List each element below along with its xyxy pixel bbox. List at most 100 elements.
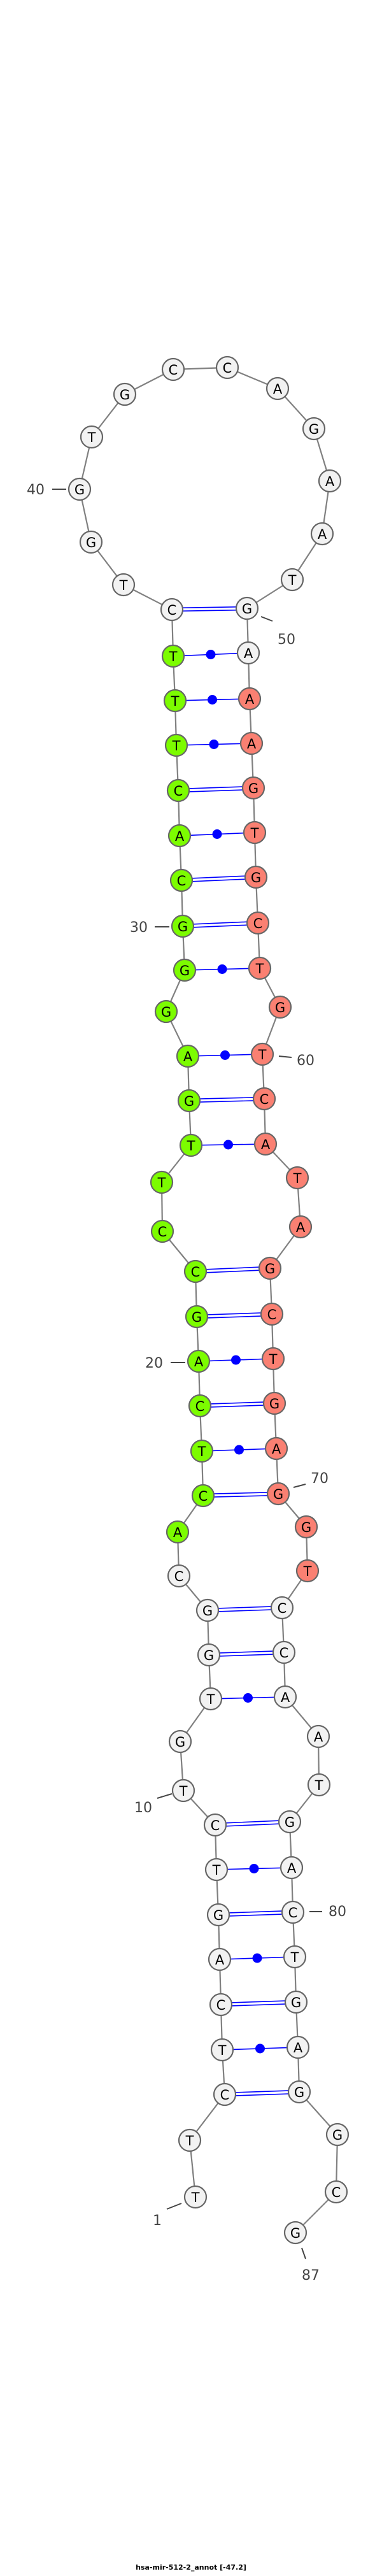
nucleotide-letter: G xyxy=(248,781,258,796)
nucleotide-letter: A xyxy=(314,1729,323,1745)
pair-dot xyxy=(252,1953,262,1963)
nucleotide-25: T xyxy=(179,1133,203,1157)
nucleotide-circle xyxy=(302,417,326,441)
nucleotide-87: G xyxy=(283,2221,308,2245)
nucleotide-letter: T xyxy=(179,1784,188,1799)
nucleotide-35: T xyxy=(163,689,187,713)
nucleotide-29: G xyxy=(173,958,197,982)
base-pair-double xyxy=(199,1097,254,1103)
nucleotide-circle xyxy=(168,1729,192,1754)
nucleotide-circle xyxy=(283,2221,308,2245)
nucleotide-48: A xyxy=(310,522,334,546)
nucleotide-letter: G xyxy=(202,1603,213,1619)
nucleotide-60: T xyxy=(250,1042,274,1066)
nucleotide-51: A xyxy=(236,641,260,665)
nucleotide-65: G xyxy=(258,1256,282,1280)
nucleotide-circle xyxy=(295,1559,320,1583)
nucleotide-circle xyxy=(185,1305,209,1329)
nucleotide-81: T xyxy=(283,1945,307,1969)
nucleotide-letter: T xyxy=(206,1692,215,1707)
nucleotide-letter: G xyxy=(204,1648,214,1663)
nucleotide-circle xyxy=(197,1643,221,1667)
pair-bond-line xyxy=(218,1609,272,1612)
label-tick xyxy=(260,616,273,622)
nucleotide-circle xyxy=(260,1302,284,1326)
nucleotide-letter: A xyxy=(261,1137,271,1152)
nucleotide-letter: C xyxy=(253,916,263,931)
base-pair-dot xyxy=(230,1953,285,1963)
nucleotide-circle xyxy=(179,1133,203,1157)
position-label-40: 40 xyxy=(27,482,66,498)
pair-bond-line xyxy=(226,1823,279,1827)
pair-dot xyxy=(234,1445,244,1455)
pair-dot xyxy=(249,1864,259,1873)
position-number: 1 xyxy=(153,2213,162,2229)
nucleotide-letter: T xyxy=(218,2043,227,2058)
position-number: 10 xyxy=(134,1800,152,1816)
nucleotide-letter: A xyxy=(318,527,327,542)
nucleotide-circle xyxy=(161,357,185,382)
nucleotide-circle xyxy=(187,1349,211,1373)
nucleotide-circle xyxy=(213,2082,237,2107)
nucleotide-letter: G xyxy=(275,1000,285,1015)
nucleotide-47: A xyxy=(318,469,342,493)
pair-bond-line xyxy=(218,1606,271,1609)
nucleotide-letter: A xyxy=(281,1690,290,1705)
nucleotide-letter: T xyxy=(87,430,96,445)
nucleotide-circle xyxy=(306,1724,330,1749)
position-number: 30 xyxy=(130,920,148,936)
nucleotide-circle xyxy=(166,1520,190,1544)
position-number: 80 xyxy=(329,1904,346,1920)
nucleotide-letter: T xyxy=(197,1444,206,1459)
pair-bond-line xyxy=(200,1100,254,1103)
pair-dot xyxy=(208,695,217,705)
position-label-30: 30 xyxy=(130,920,169,936)
nucleotide-circle xyxy=(285,1166,309,1190)
position-label-10: 10 xyxy=(134,1793,173,1816)
pair-bond-line xyxy=(182,606,236,609)
nucleotide-letter: C xyxy=(260,1092,269,1107)
nucleotide-3: C xyxy=(213,2082,237,2107)
nucleotide-letter: G xyxy=(74,482,85,497)
position-label-20: 20 xyxy=(145,1356,185,1371)
pair-bond-line xyxy=(188,786,243,789)
nucleotide-circle xyxy=(167,1564,191,1588)
nucleotide-circle xyxy=(164,733,188,757)
nucleotide-circle xyxy=(183,1259,208,1284)
nucleotide-50: G xyxy=(235,596,259,620)
nucleotide-68: G xyxy=(262,1391,286,1415)
nucleotide-66: C xyxy=(260,1302,284,1326)
nucleotide-20: A xyxy=(187,1349,211,1373)
label-tick xyxy=(301,2247,306,2259)
pair-bond-line xyxy=(194,924,248,928)
nucleotide-circle xyxy=(324,2180,348,2204)
nucleotide-circle xyxy=(250,1042,274,1066)
nucleotide-circle xyxy=(235,596,259,620)
nucleotide-79: A xyxy=(279,1856,304,1880)
nucleotide-letter: A xyxy=(244,646,253,661)
nucleotide-64: A xyxy=(288,1215,313,1239)
nucleotide-69: A xyxy=(264,1436,288,1461)
pair-bond-line xyxy=(235,2090,288,2093)
nucleotide-letter: T xyxy=(288,573,297,588)
base-pair-double xyxy=(235,2090,289,2096)
nucleotide-40: G xyxy=(67,477,92,501)
nucleotide-19: C xyxy=(188,1394,212,1418)
nucleotide-circle xyxy=(239,731,264,755)
base-pair-double xyxy=(218,1606,272,1612)
nucleotide-circle xyxy=(171,1778,195,1803)
position-number: 60 xyxy=(297,1053,315,1069)
nucleotide-61: C xyxy=(252,1087,276,1111)
nucleotide-letter: A xyxy=(247,736,257,752)
pair-dot xyxy=(217,964,227,974)
nucleotide-6: A xyxy=(208,1947,232,1971)
pair-bond-line xyxy=(225,1820,279,1824)
label-tick xyxy=(166,2203,182,2210)
nucleotide-letter: G xyxy=(178,919,188,934)
nucleotide-letter: T xyxy=(258,1047,267,1063)
nucleotide-63: T xyxy=(285,1166,309,1190)
nucleotide-5: C xyxy=(209,1993,233,2017)
nucleotide-circle xyxy=(173,958,197,982)
nucleotide-circle xyxy=(241,776,265,800)
position-number: 70 xyxy=(311,1471,329,1487)
